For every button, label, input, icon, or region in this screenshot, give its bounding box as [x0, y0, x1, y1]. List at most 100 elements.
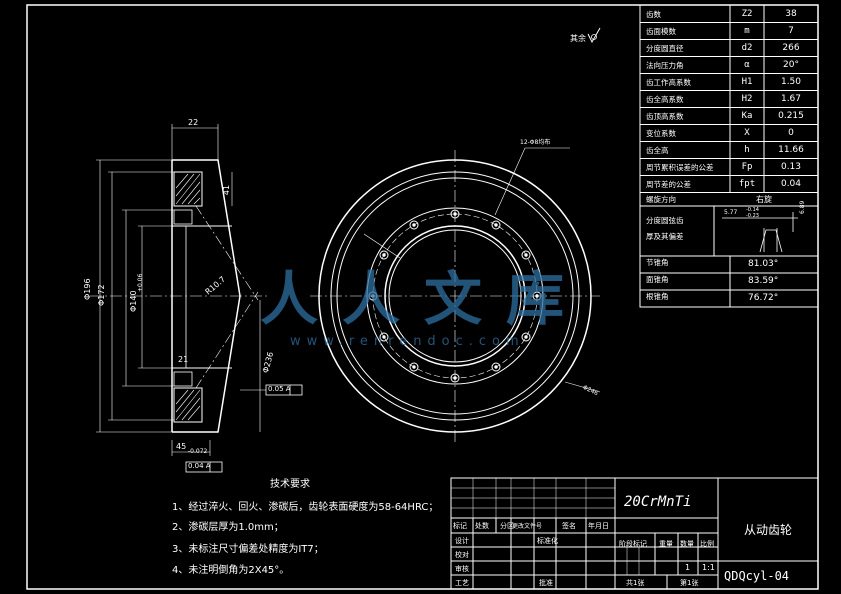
param-symbol: Fp	[741, 162, 753, 172]
param-row: 齿顶高系数 Ka 0.215	[640, 107, 818, 125]
param-table-frame	[639, 4, 819, 308]
bolt-hole-center	[524, 335, 528, 339]
param-value: 0.215	[778, 111, 804, 121]
tooth-thickness-tol-2: -0.23	[746, 213, 759, 219]
bolt-hole	[532, 291, 542, 301]
holes-label: 12-Φ8均布	[520, 139, 551, 146]
tooth-height-dim: 6.89	[799, 200, 806, 214]
dim-21: 21	[178, 355, 189, 364]
dim-41: 41	[222, 184, 232, 196]
bolt-hole-center	[535, 294, 539, 298]
param-label: 齿工作高系数	[646, 78, 691, 87]
bolt-hole-center	[382, 335, 386, 339]
dim-45-tol: -0.072	[188, 448, 208, 455]
bolt-hole-center	[494, 223, 498, 227]
param-label: 齿顶高系数	[646, 112, 684, 121]
angle-label: 节锥角	[646, 258, 669, 267]
bolt-hole-center	[494, 365, 498, 369]
tb-stage-header: 阶段标记	[619, 540, 647, 548]
tooth-thickness-label-1: 分度圆弦齿	[646, 216, 684, 225]
param-symbol: X	[744, 128, 750, 138]
bolt-hole-center	[524, 253, 528, 257]
tb-weight-header: 重量	[659, 540, 673, 548]
param-value: 0.04	[780, 179, 802, 189]
tb-std: 标准化	[537, 537, 558, 545]
param-symbol: H2	[741, 94, 753, 104]
bolt-hole	[409, 362, 419, 372]
tech-title: 技术要求	[270, 479, 310, 490]
bolt-hole-center	[412, 365, 416, 369]
param-label: 齿数	[646, 10, 661, 19]
watermark-url: www.renrendoc.com	[290, 334, 525, 349]
param-label: 齿面模数	[646, 27, 676, 36]
bolt-hole-center	[382, 253, 386, 257]
rotation-label: 螺旋方向	[646, 195, 676, 204]
tb-role-process: 工艺	[455, 579, 469, 587]
param-symbol: H1	[741, 77, 753, 87]
tb-approve: 批准	[539, 579, 553, 587]
front-view	[310, 147, 601, 442]
dim-45: 45	[176, 442, 187, 451]
surface-finish-label: 其余	[570, 34, 586, 43]
param-value: 266	[782, 43, 800, 53]
tb-scale-value: 1:1	[702, 563, 715, 572]
tech-note-4: 4、未注明倒角为2X45°。	[172, 565, 290, 576]
angle-label: 根锥角	[646, 292, 669, 301]
param-label: 法向压力角	[646, 61, 684, 70]
param-value: 1.50	[780, 77, 802, 87]
bolt-hole-center	[371, 294, 375, 298]
bolt-holes	[368, 209, 542, 383]
tb-scale-header: 比例	[700, 540, 714, 548]
param-label: 周节累积误差的公差	[646, 163, 714, 172]
tb-qty-header: 数量	[680, 540, 694, 548]
param-value: 7	[788, 26, 794, 36]
bolt-hole	[491, 220, 501, 230]
tooth-profile-sketch	[722, 212, 798, 253]
tb-role-design: 设计	[455, 537, 469, 545]
tooth-thickness-label-2: 厚及其偏差	[646, 232, 684, 241]
param-value: 0.13	[780, 162, 802, 172]
dim-22: 22	[188, 118, 199, 127]
tech-note-2: 2、渗碳层厚为1.0mm；	[172, 522, 284, 533]
material: 20CrMnTi	[624, 494, 692, 510]
angle-value: 76.72°	[748, 293, 779, 303]
tb-header-zone: 分区	[500, 522, 514, 530]
tech-note-1: 1、经过淬火、回火、渗碳后，齿轮表面硬度为58-64HRC；	[172, 502, 439, 513]
tb-qty-value: 1	[685, 563, 691, 572]
tb-role-check: 校对	[455, 551, 469, 559]
param-value: 0	[788, 128, 794, 138]
tb-role-review: 审核	[455, 565, 469, 573]
section-view	[90, 124, 303, 473]
param-label: 分度圆直径	[646, 44, 684, 53]
bolt-hole	[521, 250, 531, 260]
dim-140: Φ140	[129, 290, 138, 312]
tolerance-frame-1: 0.05 A	[268, 385, 291, 393]
param-value: 20°	[783, 60, 799, 70]
tb-header-sign: 签名	[562, 522, 576, 530]
bolt-hole	[409, 220, 419, 230]
bolt-hole-center	[453, 212, 457, 216]
param-row: 齿面模数 m 7	[640, 22, 818, 40]
tb-header-change: 更改文件号	[512, 523, 543, 530]
watermark-logo: 人人文库	[260, 265, 589, 333]
angle-value: 83.59°	[748, 276, 779, 286]
angle-label: 面锥角	[646, 275, 669, 284]
dim-196: Φ196	[83, 278, 92, 300]
param-symbol: m	[744, 26, 750, 36]
tolerance-frame-2: 0.04 A	[188, 462, 211, 470]
angle-value: 81.03°	[748, 259, 779, 269]
tb-header-count: 处数	[475, 522, 489, 530]
bolt-hole-center	[412, 223, 416, 227]
tooth-thickness-tol: -0.14	[746, 207, 759, 213]
bolt-hole	[450, 373, 460, 383]
param-symbol: Ka	[741, 111, 753, 121]
rotation-value: 右旋	[756, 195, 772, 204]
surface-finish-icon	[587, 27, 601, 44]
bolt-hole-center	[453, 376, 457, 380]
param-symbol: Z2	[741, 9, 753, 19]
param-value: 11.66	[778, 145, 804, 155]
